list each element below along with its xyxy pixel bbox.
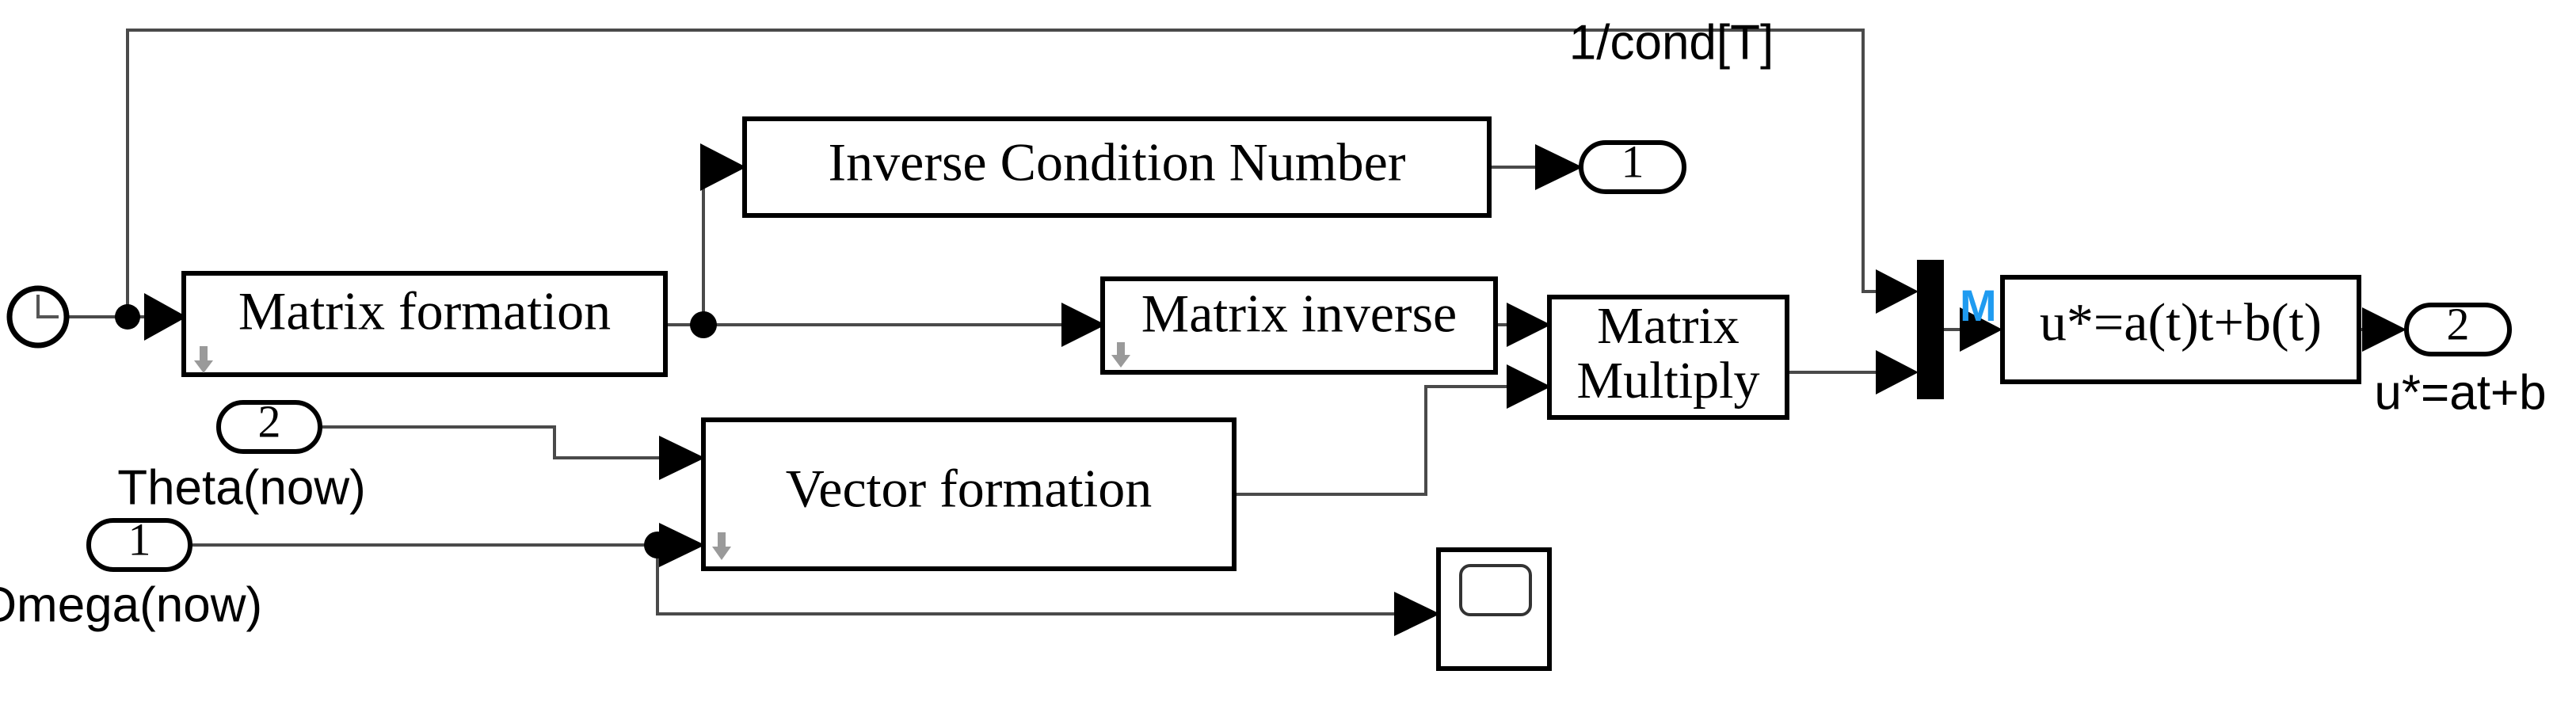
block-matrix-multiply-body[interactable] <box>1547 295 1789 420</box>
block-matrix-inverse-label: Matrix inverse <box>1141 284 1457 344</box>
block-matrix-multiply-label-line1: Matrix <box>1597 297 1740 355</box>
arrowhead-mux-in-2 <box>1876 350 1919 394</box>
block-vector-formation-body[interactable] <box>701 417 1237 571</box>
block-matrix-formation-body[interactable] <box>181 271 668 377</box>
arrowhead-matrix-formation-in <box>144 293 187 341</box>
block-matrix-inverse[interactable]: Matrix inverse <box>1100 276 1498 375</box>
arrowhead-outport-2-in <box>2362 307 2406 352</box>
inport-theta-number: 2 <box>258 395 281 447</box>
block-u-star-label: u*=a(t)t+b(t) <box>2040 292 2322 352</box>
block-vector-formation-label: Vector formation <box>786 459 1153 519</box>
arrowhead-u-star-in <box>1960 307 2002 352</box>
block-matrix-formation-label: Matrix formation <box>238 281 611 341</box>
signal-label-ustar: u*=at+b <box>2374 365 2546 420</box>
junction-clock-split[interactable] <box>115 304 140 330</box>
arrowhead-vector-formation-in-1 <box>659 436 705 480</box>
block-matrix-inverse-body[interactable] <box>1100 276 1498 375</box>
junction-matrix-formation-split[interactable] <box>690 311 717 338</box>
outport-ustar-number: 2 <box>2447 298 2470 349</box>
block-u-star-body[interactable] <box>2000 275 2361 384</box>
mux-label: M <box>1960 280 1997 330</box>
block-vector-formation[interactable]: Vector formation <box>701 417 1237 571</box>
signal-label-cond: 1/cond[T] <box>1569 15 1774 70</box>
arrowhead-scope-in <box>1394 592 1440 636</box>
block-matrix-multiply-label-line2: Multiply <box>1576 352 1759 410</box>
wire-to-inverse-condition-number[interactable] <box>702 166 738 325</box>
arrowhead-vector-formation-in-2 <box>659 523 705 567</box>
block-inverse-condition-number-body[interactable] <box>742 116 1492 218</box>
signal-label-theta: Theta(now) <box>117 460 366 515</box>
down-arrow-icon <box>1111 342 1130 368</box>
wire-vector-formation-to-matrix-multiply[interactable] <box>1234 385 1543 496</box>
mux-bar-body[interactable] <box>1917 260 1944 399</box>
arrowhead-inverse-condition-in <box>700 143 746 191</box>
block-matrix-multiply[interactable]: Matrix Multiply <box>1547 295 1789 420</box>
outport-cond-body[interactable] <box>1579 140 1686 194</box>
wire-omega-to-scope[interactable] <box>656 545 1432 615</box>
inport-omega-body[interactable] <box>86 518 192 572</box>
block-inverse-condition-number[interactable]: Inverse Condition Number <box>742 116 1492 218</box>
arrowhead-layer <box>144 143 2406 636</box>
clock-hands-icon <box>36 295 59 318</box>
arrowhead-outport-1-in <box>1535 144 1583 190</box>
block-matrix-formation[interactable]: Matrix formation <box>181 271 668 377</box>
arrowhead-matrix-inverse-in <box>1061 303 1106 347</box>
outport-cond[interactable]: 1 <box>1579 135 1686 194</box>
inport-theta[interactable]: 2 <box>216 395 322 454</box>
block-u-star[interactable]: u*=a(t)t+b(t) <box>2000 275 2361 384</box>
block-scope[interactable] <box>1436 547 1552 671</box>
block-inverse-condition-number-label: Inverse Condition Number <box>829 132 1406 192</box>
down-arrow-icon <box>712 532 731 560</box>
mux-block[interactable]: M <box>1917 260 1997 399</box>
inport-theta-body[interactable] <box>216 400 322 454</box>
outport-ustar[interactable]: 2 <box>2404 298 2512 356</box>
down-arrow-icon <box>194 346 213 373</box>
outport-ustar-body[interactable] <box>2404 303 2512 356</box>
arrowhead-matrix-multiply-in-2 <box>1507 364 1551 409</box>
inport-omega-number: 1 <box>128 513 151 565</box>
outport-cond-number: 1 <box>1621 135 1644 187</box>
clock-source-block[interactable] <box>6 285 70 349</box>
signal-label-omega: Omega(now) <box>0 577 262 632</box>
wire-theta-to-vector-formation[interactable] <box>320 425 697 459</box>
arrowhead-mux-in-1 <box>1876 269 1919 314</box>
scope-screen-icon <box>1459 564 1532 616</box>
inport-omega[interactable]: 1 <box>86 513 192 572</box>
arrowhead-matrix-multiply-in-1 <box>1507 303 1551 347</box>
